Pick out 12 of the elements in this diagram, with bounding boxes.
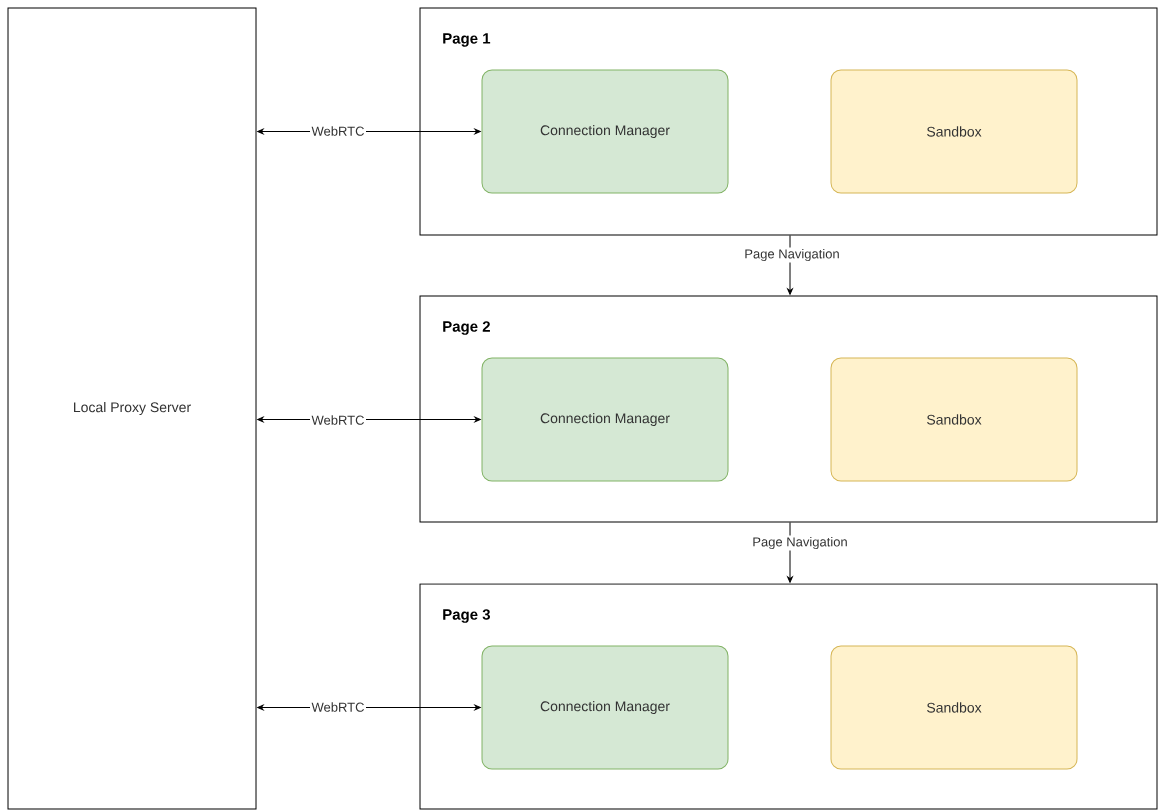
process-box: Sandbox (830, 645, 1078, 770)
edge-label: Page Navigation (742, 247, 842, 263)
process-box: Connection Manager (481, 69, 729, 194)
edge-label: WebRTC (310, 700, 366, 714)
server-box: Local Proxy Server (7, 7, 257, 810)
process-box: Connection Manager (481, 645, 729, 770)
edge-label: WebRTC (310, 124, 366, 138)
edge-label: WebRTC (310, 413, 366, 427)
process-box: Connection Manager (481, 357, 729, 482)
process-box: Sandbox (830, 357, 1078, 482)
edge-label: Page Navigation (750, 535, 850, 551)
process-box: Sandbox (830, 69, 1078, 194)
